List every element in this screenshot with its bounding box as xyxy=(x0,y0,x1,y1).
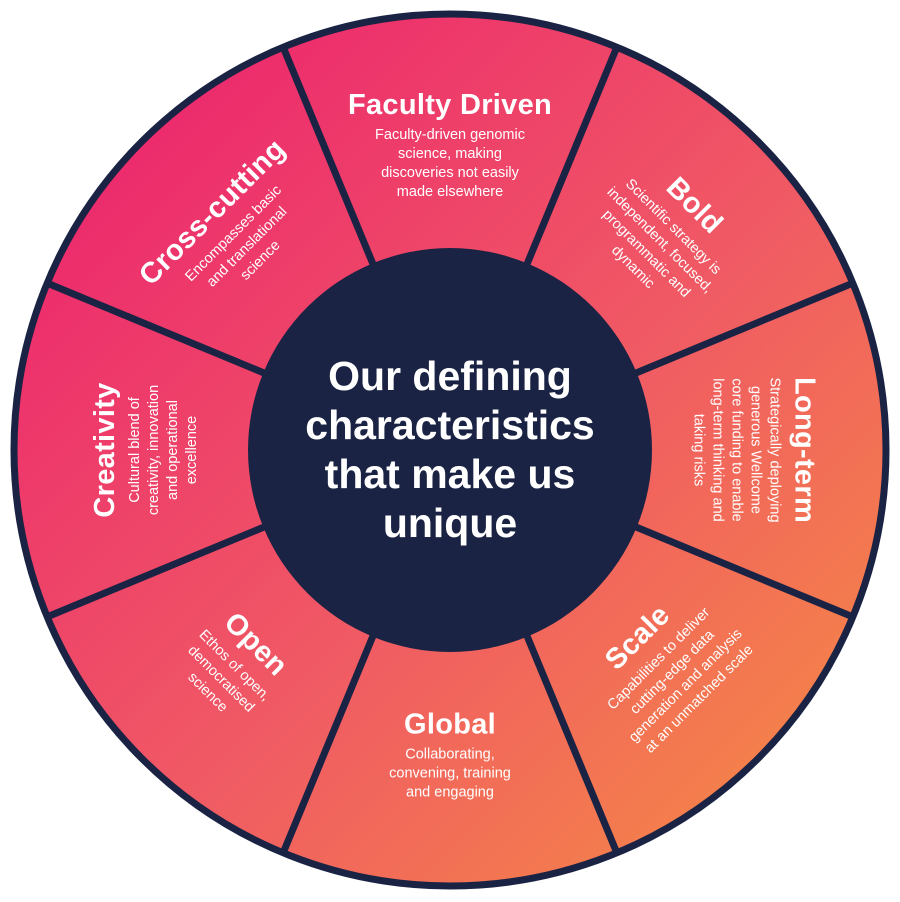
segment-divider xyxy=(45,279,267,377)
segment-description: Cultural blend of creativity, innovation… xyxy=(127,384,200,516)
segment-divider xyxy=(523,45,621,267)
segment-divider xyxy=(633,279,855,377)
center-title: Our defining characteristics that make u… xyxy=(305,353,595,546)
segment-description: Collaborating, convening, training and e… xyxy=(389,746,511,801)
segment-description: Strategically deploying generous Wellcom… xyxy=(690,377,783,523)
center-circle xyxy=(248,248,652,652)
segment-title: Long-term xyxy=(788,376,821,524)
segment-divider xyxy=(523,633,621,855)
segment-title: Creativity xyxy=(89,382,121,518)
segment-title: Global xyxy=(403,708,497,741)
segment-divider xyxy=(279,45,377,267)
segment-divider xyxy=(279,633,377,855)
segment-divider xyxy=(633,523,855,621)
segment-divider xyxy=(45,523,267,621)
segment-description: Faculty-driven genomic science, making d… xyxy=(375,127,525,200)
segment-title: Faculty Driven xyxy=(347,89,553,121)
